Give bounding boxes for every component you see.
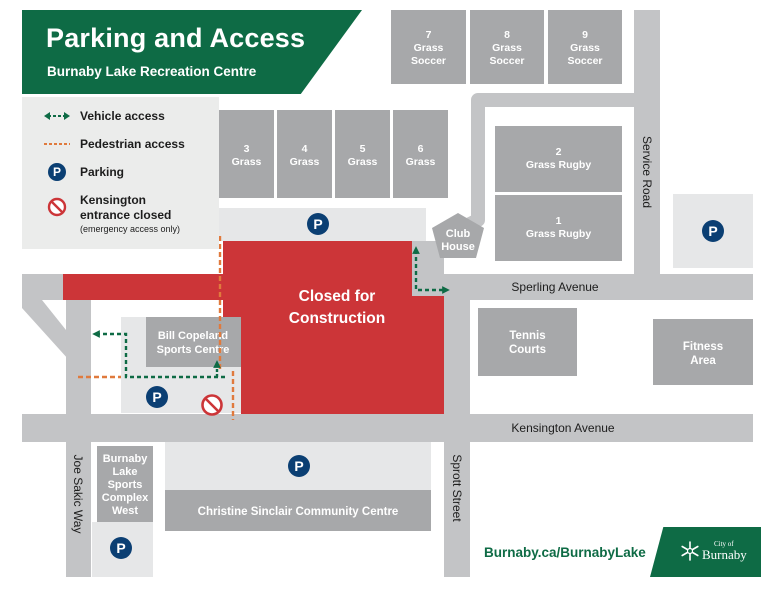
joe-sakic-way-label: Joe Sakic Way (71, 455, 85, 534)
city-wordmark: City of Burnaby (702, 540, 747, 561)
field-3: 3 Grass (219, 110, 274, 198)
parking-icon-southwest: P (110, 537, 132, 559)
closed-road-segment (63, 274, 223, 300)
field-4-label: Grass (290, 156, 320, 168)
bill-copeland-line2: Sports Centre (157, 344, 230, 356)
legend-closed-line1: Kensington (80, 193, 146, 207)
field-6-label: Grass (406, 156, 436, 168)
field-8-number: 8 (504, 29, 510, 41)
field-7-line1: Grass (414, 42, 444, 54)
kensington-avenue-label: Kensington Avenue (511, 421, 615, 435)
fitness-area: Fitness Area (653, 319, 753, 385)
legend-pedestrian-label: Pedestrian access (80, 137, 185, 151)
sprott-street-road (444, 274, 470, 577)
svg-text:P: P (708, 223, 717, 239)
field-4-number: 4 (302, 143, 308, 155)
legend-vehicle-label: Vehicle access (80, 109, 165, 123)
vehicle-access-east (412, 246, 450, 294)
fitness-area-line1: Fitness (683, 341, 723, 353)
pedestrian-access-icon (44, 143, 70, 145)
field-8-line2: Soccer (489, 55, 524, 67)
page-subtitle: Burnaby Lake Recreation Centre (47, 64, 257, 79)
burnaby-lake-sports-complex-west: Burnaby Lake Sports Complex West (97, 446, 153, 522)
field-9-number: 9 (582, 29, 588, 41)
field-9-line2: Soccer (567, 55, 602, 67)
burnaby-text: Burnaby (702, 547, 747, 562)
bl-line5: West (112, 505, 138, 517)
tennis-courts: Tennis Courts (478, 308, 577, 376)
parking-icon-north: P (307, 213, 329, 235)
parking-icon-east: P (702, 220, 724, 242)
field-1: 1 Grass Rugby (495, 195, 622, 261)
service-road (634, 10, 660, 274)
diagonal-road (22, 300, 78, 370)
page-title: Parking and Access (46, 23, 306, 53)
closed-entrance-icon (201, 394, 223, 416)
closed-label-line1: Closed for (299, 288, 376, 305)
field-5-label: Grass (348, 156, 378, 168)
field-2: 2 Grass Rugby (495, 126, 622, 192)
field-6-number: 6 (418, 143, 424, 155)
field-3-label: Grass (232, 156, 262, 168)
svg-text:P: P (313, 216, 322, 232)
fitness-area-line2: Area (690, 355, 716, 367)
legend-parking-label: Parking (80, 165, 125, 179)
club-house-line2: House (441, 241, 475, 253)
field-7-number: 7 (426, 29, 432, 41)
field-5-number: 5 (360, 143, 366, 155)
service-road-label: Service Road (640, 136, 654, 208)
parking-icon: P (48, 163, 66, 181)
bl-line3: Sports (108, 479, 143, 491)
parking-icon-west: P (146, 386, 168, 408)
city-of-text: City of (714, 540, 734, 548)
kensington-avenue-road (22, 414, 753, 442)
burnaby-lake-link[interactable]: Burnaby.ca/BurnabyLake (484, 545, 646, 560)
svg-text:P: P (294, 458, 303, 474)
field-1-label: Grass Rugby (526, 228, 592, 240)
bill-copeland-sports-centre: Bill Copeland Sports Centre (146, 317, 241, 367)
no-entry-icon (47, 197, 67, 217)
field-2-label: Grass Rugby (526, 159, 592, 171)
tennis-courts-line2: Courts (509, 344, 546, 356)
field-9: 9 Grass Soccer (548, 10, 622, 84)
bl-line2: Lake (112, 466, 137, 478)
field-9-line1: Grass (570, 42, 600, 54)
field-7: 7 Grass Soccer (391, 10, 466, 84)
bl-line1: Burnaby (103, 453, 149, 465)
field-5: 5 Grass (335, 110, 390, 198)
parking-icon-south: P (288, 455, 310, 477)
club-house-line1: Club (446, 228, 471, 240)
field-7-line2: Soccer (411, 55, 446, 67)
map-header: Parking and Access Burnaby Lake Recreati… (22, 10, 362, 94)
sperling-avenue-label: Sperling Avenue (511, 280, 599, 294)
bl-line4: Complex (102, 492, 149, 504)
christine-sinclair-community-centre: Christine Sinclair Community Centre (165, 490, 431, 531)
tennis-courts-line1: Tennis (509, 330, 545, 342)
bill-copeland-line1: Bill Copeland (158, 330, 228, 342)
vehicle-access-icon (44, 112, 70, 120)
city-of-burnaby-logo: City of Burnaby (650, 527, 761, 577)
field-8: 8 Grass Soccer (470, 10, 544, 84)
field-3-number: 3 (244, 143, 250, 155)
field-4: 4 Grass (277, 110, 332, 198)
field-6: 6 Grass (393, 110, 448, 198)
map-legend: Vehicle access Pedestrian access P Parki… (22, 97, 219, 249)
closed-label-line2: Construction (289, 310, 385, 327)
svg-text:P: P (116, 540, 125, 556)
field-1-number: 1 (556, 215, 562, 227)
field-8-line1: Grass (492, 42, 522, 54)
sprott-street-label: Sprott Street (450, 454, 464, 522)
snowflake-icon (681, 541, 699, 561)
field-2-number: 2 (556, 146, 562, 158)
vehicle-access-west (92, 330, 226, 379)
legend-closed-note: (emergency access only) (80, 224, 181, 234)
closed-construction-zone (223, 241, 444, 414)
legend-closed-line2: entrance closed (80, 208, 172, 222)
svg-text:P: P (152, 389, 161, 405)
christine-sinclair-label: Christine Sinclair Community Centre (198, 506, 399, 518)
